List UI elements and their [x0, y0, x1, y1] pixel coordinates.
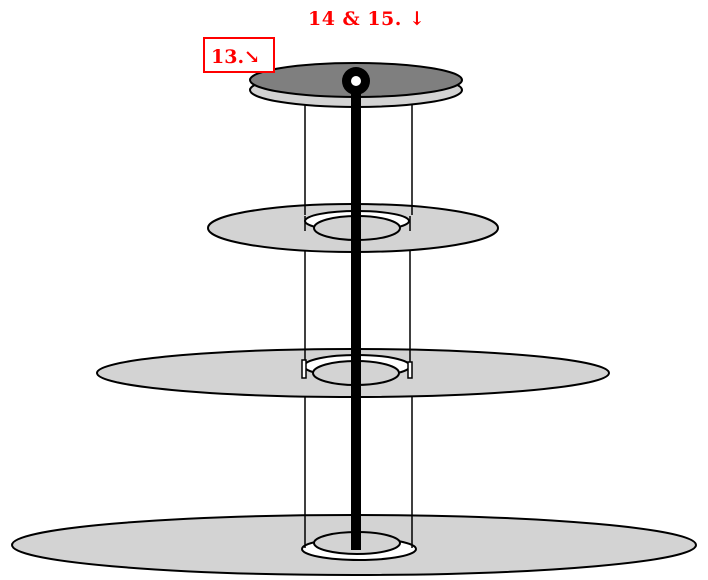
step-label-14-15: 14 & 15. ↓: [308, 8, 426, 30]
central-rod: [342, 67, 370, 550]
step-label-13-box: 13.↘: [203, 37, 275, 73]
lower-column: [304, 378, 413, 548]
middle-column: [304, 232, 411, 362]
rod-shaft: [351, 84, 361, 550]
rod-top-hole: [351, 76, 361, 86]
upper-column: [304, 98, 413, 215]
